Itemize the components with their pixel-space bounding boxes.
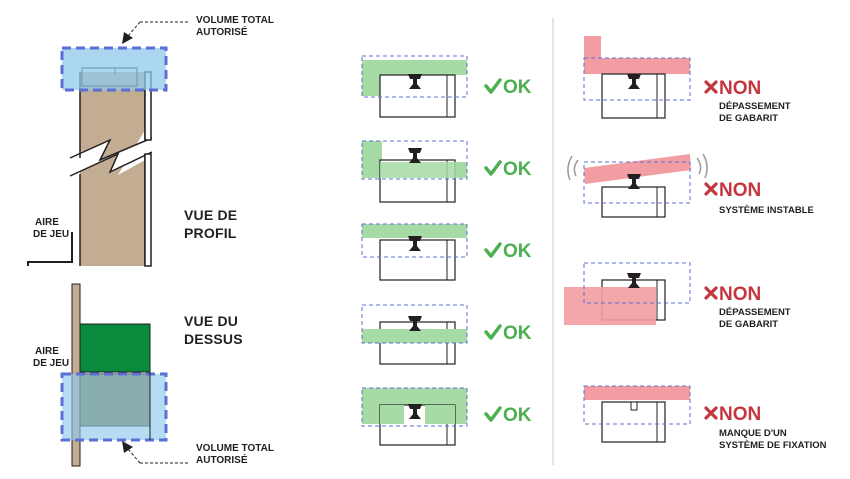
wobble-mark-left xyxy=(573,159,579,177)
check-icon xyxy=(484,78,502,94)
wobble-mark-right xyxy=(696,157,702,175)
cross-icon xyxy=(704,286,718,300)
profile-view xyxy=(27,21,188,267)
cross-icon xyxy=(704,182,718,196)
ok-example-4 xyxy=(361,304,502,365)
check-icon xyxy=(484,160,502,176)
top-view xyxy=(60,283,188,467)
ok-label-1: OK xyxy=(503,77,532,98)
non-label-3: NON xyxy=(719,284,762,305)
vue-de-profil-label: VUE DE PROFIL xyxy=(184,207,238,241)
arrow-head-bottom xyxy=(122,441,133,453)
non-example-4 xyxy=(583,385,718,443)
non-example-2 xyxy=(567,153,718,218)
ok-example-3 xyxy=(361,223,502,281)
non-example-3 xyxy=(564,262,718,325)
ok-example-2 xyxy=(361,140,502,203)
non-example-1 xyxy=(583,36,718,119)
break-line-top xyxy=(69,137,153,162)
cross-icon xyxy=(704,80,718,94)
cross-icon xyxy=(704,406,718,420)
ok-label-2: OK xyxy=(503,159,532,180)
non-label-4: NON xyxy=(719,404,762,425)
non-label-1: NON xyxy=(719,78,762,99)
non-caption-3: DÉPASSEMENT DE GABARIT xyxy=(719,307,791,330)
check-icon xyxy=(484,324,502,340)
break-line-bottom xyxy=(69,151,153,177)
ok-example-5 xyxy=(361,387,502,446)
aire-de-jeu-floor-line xyxy=(27,232,73,266)
ok-example-1 xyxy=(361,55,502,118)
arrow-head-top xyxy=(122,32,133,44)
volume-top-line-1: VOLUME TOTAL xyxy=(196,15,274,26)
check-icon xyxy=(484,406,502,422)
vue-du-dessus-label: VUE DU DESSUS xyxy=(184,313,243,347)
non-caption-4: MANQUE D'UN SYSTÈME DE FIXATION xyxy=(719,428,827,451)
aire-de-jeu-label-bottom: AIRE DE JEU xyxy=(33,346,70,369)
allowed-volume-top xyxy=(60,46,168,92)
ok-label-5: OK xyxy=(503,405,532,426)
non-label-2: NON xyxy=(719,180,762,201)
ok-label-4: OK xyxy=(503,323,532,344)
volume-total-label-bottom: VOLUME TOTAL AUTORISÉ xyxy=(196,443,274,466)
non-caption-1: DÉPASSEMENT DE GABARIT xyxy=(719,101,791,124)
volume-top-line-2: AUTORISÉ xyxy=(196,27,248,38)
volume-total-label-top: VOLUME TOTAL AUTORISÉ xyxy=(196,15,274,39)
check-icon xyxy=(484,242,502,258)
aire-de-jeu-label-top: AIRE DE JEU xyxy=(33,217,70,240)
ok-dashed-gabarit xyxy=(361,55,468,98)
ok-label-3: OK xyxy=(503,241,532,262)
allowed-volume-bottom xyxy=(60,372,168,442)
green-block xyxy=(79,323,151,373)
non-caption-2: SYSTÈME INSTABLE xyxy=(719,205,814,216)
